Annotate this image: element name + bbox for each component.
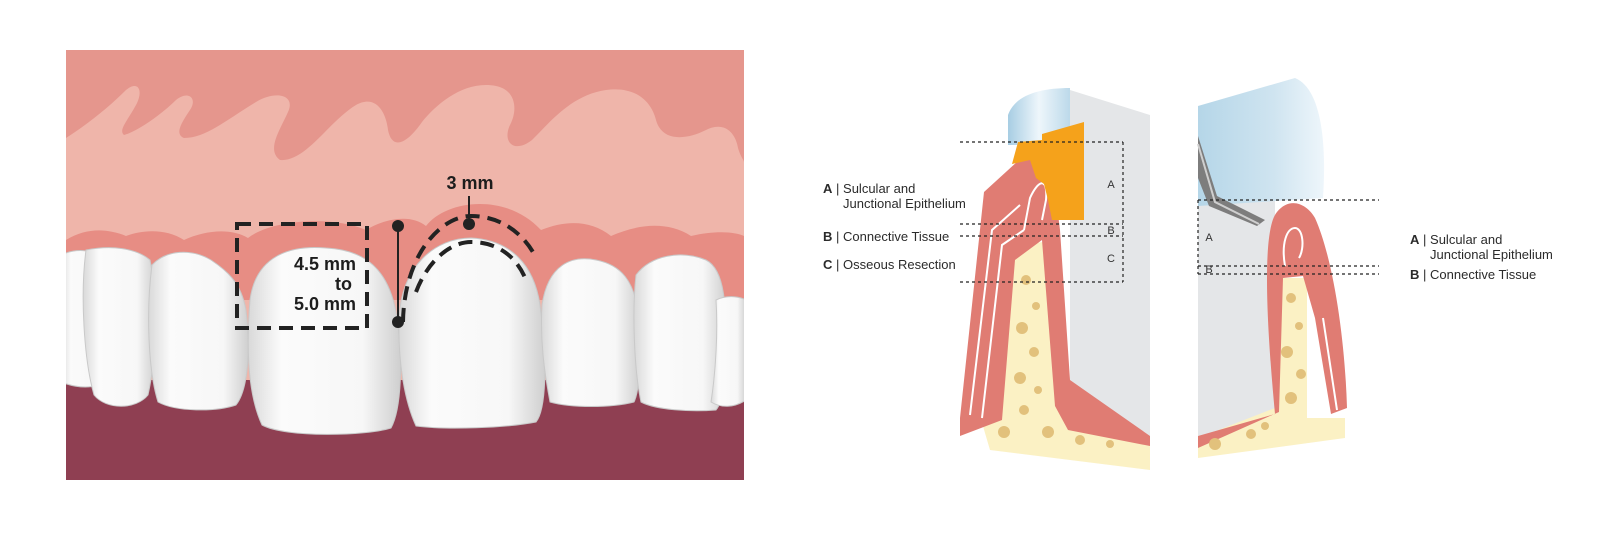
crown-lengthening-diagram: 3 mm 4.5 mm to 5.0 mm xyxy=(66,50,744,480)
tissue-layer-lines xyxy=(969,182,1048,419)
3mm-dot xyxy=(463,218,475,230)
measure-dot-top xyxy=(392,220,404,232)
legend-sep: | xyxy=(836,257,840,272)
legend-desc: Sulcular and Junctional Epithelium xyxy=(1430,232,1553,262)
legend-sep: | xyxy=(836,229,840,244)
legend-left-c: C | Osseous Resection xyxy=(823,257,956,272)
legend-letter: A xyxy=(1410,232,1420,247)
dashed-measure-box xyxy=(235,222,369,330)
measure-side-line-3: 5.0 mm xyxy=(294,294,356,314)
measure-side-line-2: to xyxy=(335,274,352,294)
tooth-root xyxy=(1198,134,1275,438)
cross-section-restoration: A B C xyxy=(960,88,1150,470)
legend-left-a: A | Sulcular and Junctional Epithelium xyxy=(823,181,966,211)
instrument xyxy=(1198,136,1265,226)
legend-letter: B xyxy=(1410,267,1420,282)
legend-letter: A xyxy=(823,181,833,196)
gingival-tissue xyxy=(960,150,1150,446)
zone-tag-a: A xyxy=(1205,232,1213,244)
legend-line: Connective Tissue xyxy=(843,229,950,244)
legend-line: Junctional Epithelium xyxy=(1430,247,1553,262)
reference-lines xyxy=(1197,199,1379,275)
legend-letter: B xyxy=(823,229,833,244)
tooth-canine-right xyxy=(633,254,727,412)
tooth-premolar-right xyxy=(710,296,744,407)
zone-tag-b: B xyxy=(1107,225,1114,237)
legend-sep: | xyxy=(836,181,840,196)
legend-line: Sulcular and xyxy=(843,181,916,196)
bone-particles xyxy=(998,275,1114,448)
legend-letter: C xyxy=(823,257,833,272)
legend-right-b: B | Connective Tissue xyxy=(1410,267,1536,282)
zone-tag-b: B xyxy=(1205,264,1212,276)
legend-sep: | xyxy=(1423,267,1427,282)
legend-left-b: B | Connective Tissue xyxy=(823,229,949,244)
teeth-row xyxy=(66,237,744,435)
bone-particles xyxy=(1209,293,1306,450)
instrument-highlight xyxy=(1197,143,1260,225)
tooth-lateral-incisor-left xyxy=(247,247,402,435)
gingival-tissue xyxy=(1198,203,1347,448)
restoration xyxy=(1012,122,1084,220)
tooth-lateral-incisor-right xyxy=(540,258,641,407)
cross-section-natural: A B xyxy=(1197,78,1379,458)
legend-line: Connective Tissue xyxy=(1430,267,1537,282)
measure-3mm-label: 3 mm xyxy=(446,173,493,193)
reference-lines xyxy=(960,141,1124,283)
zone-tag-c: C xyxy=(1107,253,1115,265)
tooth-premolar-left xyxy=(82,247,156,407)
legend-right-a: A | Sulcular and Junctional Epithelium xyxy=(1410,232,1553,262)
tooth-canine-left xyxy=(148,251,249,411)
legend-line: Sulcular and xyxy=(1430,232,1503,247)
dashed-crown-arc-inner xyxy=(414,239,528,293)
measure-dot-bottom xyxy=(392,316,404,328)
tooth-central-incisor xyxy=(398,237,546,429)
measure-side-line-1: 4.5 mm xyxy=(294,254,356,274)
legend-sep: | xyxy=(1423,232,1427,247)
zone-tag-a: A xyxy=(1107,179,1115,191)
legend-line: Osseous Resection xyxy=(843,257,956,272)
tissue-layer-lines xyxy=(1282,226,1338,413)
enamel-crown xyxy=(1198,78,1325,206)
tooth-root xyxy=(1070,90,1150,442)
dashed-crown-arc xyxy=(401,213,538,323)
legend-desc: Sulcular and Junctional Epithelium xyxy=(843,181,966,211)
legend-line: Junctional Epithelium xyxy=(843,196,966,211)
